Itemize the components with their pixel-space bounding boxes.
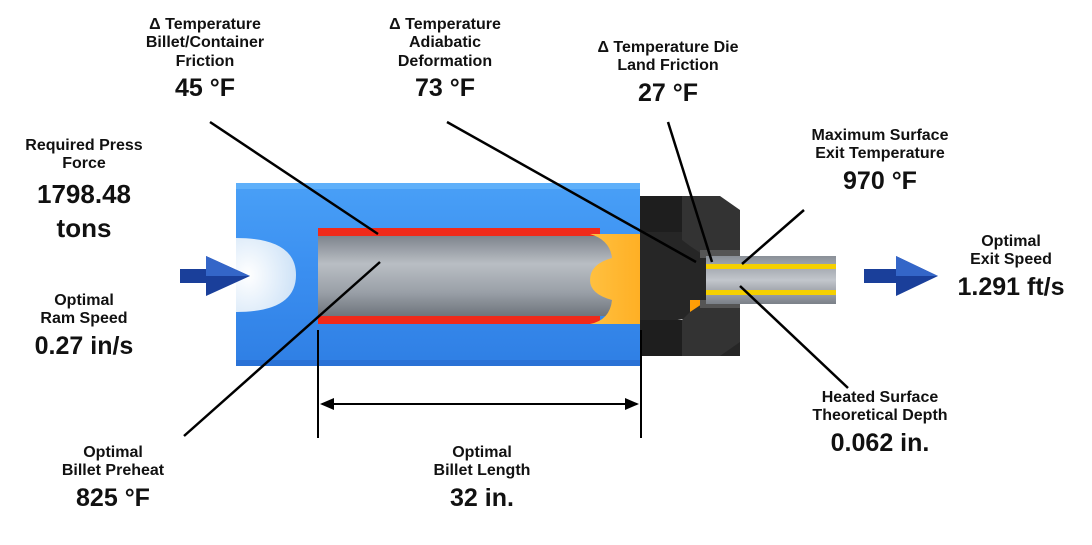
adiabatic-line1: Δ Temperature [389,16,501,33]
surface-depth-line1: Heated Surface [821,389,939,406]
die-bottom-block [640,320,688,356]
exit-speed-value: 1.291 ft/s [957,272,1065,301]
leader-surface-depth [739,285,849,389]
die-land-value: 27 °F [637,78,699,107]
label-surface-depth: Heated Surface Theoretical Depth 0.062 i… [790,389,970,458]
die-land-line1: Δ Temperature Die [597,39,739,56]
exit-hot-stripe-bottom [706,290,836,295]
press-force-value: 1798.48 [37,178,131,209]
leader-max-surface [741,209,805,265]
press-force-unit: tons [56,212,112,243]
ram-face [236,238,296,312]
ram-direction-arrow [180,256,250,296]
label-billet-preheat: Optimal Billet Preheat 825 °F [30,444,196,513]
billet-length-line2: Billet Length [433,462,531,480]
press-force-line2: Force [62,155,106,173]
billet-friction-line3: Friction [175,52,235,70]
die-land-top [700,250,740,258]
billet-friction-line2: Billet/Container [145,34,265,52]
billet-preheat-line1: Optimal [83,444,143,461]
label-max-surface: Maximum Surface Exit Temperature 970 °F [780,127,980,196]
die-lower-bevel [682,300,740,356]
billet-length-line1: Optimal [452,444,512,461]
label-ram-speed: Optimal Ram Speed 0.27 in/s [4,292,164,361]
max-surface-line2: Exit Temperature [815,145,945,163]
exit-profile [706,256,836,304]
label-press-force: Required Press Force 1798.48 tons [4,137,164,245]
container-shadow [236,360,640,366]
exit-hot-stripe-top [706,264,836,269]
press-force-line1: Required Press [25,137,143,154]
label-billet-length: Optimal Billet Length 32 in. [400,444,564,513]
exit-direction-arrow [864,256,938,296]
label-exit-speed: Optimal Exit Speed 1.291 ft/s [935,233,1087,302]
surface-depth-value: 0.062 in. [830,428,930,457]
die-land-line2: Land Friction [617,57,719,75]
length-arrowhead-left [320,398,334,410]
max-surface-line1: Maximum Surface [811,127,949,144]
container-highlight [236,183,640,189]
ram-speed-line1: Optimal [54,292,114,309]
leader-billet-friction [209,120,379,236]
length-arrowhead-right [625,398,639,410]
adiabatic-value: 73 °F [414,74,476,103]
hot-surface-bottom [318,314,600,324]
adiabatic-line3: Deformation [397,52,493,70]
label-adiabatic: Δ Temperature Adiabatic Deformation 73 °… [352,16,538,103]
exit-speed-line1: Optimal [981,233,1041,250]
hot-surface-top [318,228,600,238]
label-billet-friction: Δ Temperature Billet/Container Friction … [110,16,300,103]
max-surface-value: 970 °F [843,166,917,195]
billet-friction-line1: Δ Temperature [149,16,261,33]
leader-die-land [666,121,714,263]
billet [318,236,618,316]
billet-preheat-line2: Billet Preheat [61,462,165,480]
surface-depth-line2: Theoretical Depth [812,407,948,425]
billet-friction-value: 45 °F [174,74,236,103]
billet-length-value: 32 in. [450,483,514,512]
ram-speed-value: 0.27 in/s [34,331,134,360]
adiabatic-line2: Adiabatic [408,34,481,52]
label-die-land: Δ Temperature Die Land Friction 27 °F [570,39,766,108]
ram-speed-line2: Ram Speed [40,310,128,328]
billet-preheat-value: 825 °F [76,483,150,512]
leader-adiabatic [446,120,697,264]
exit-speed-line2: Exit Speed [970,251,1052,269]
leader-billet-preheat [183,261,381,437]
die-top-block [640,196,688,232]
